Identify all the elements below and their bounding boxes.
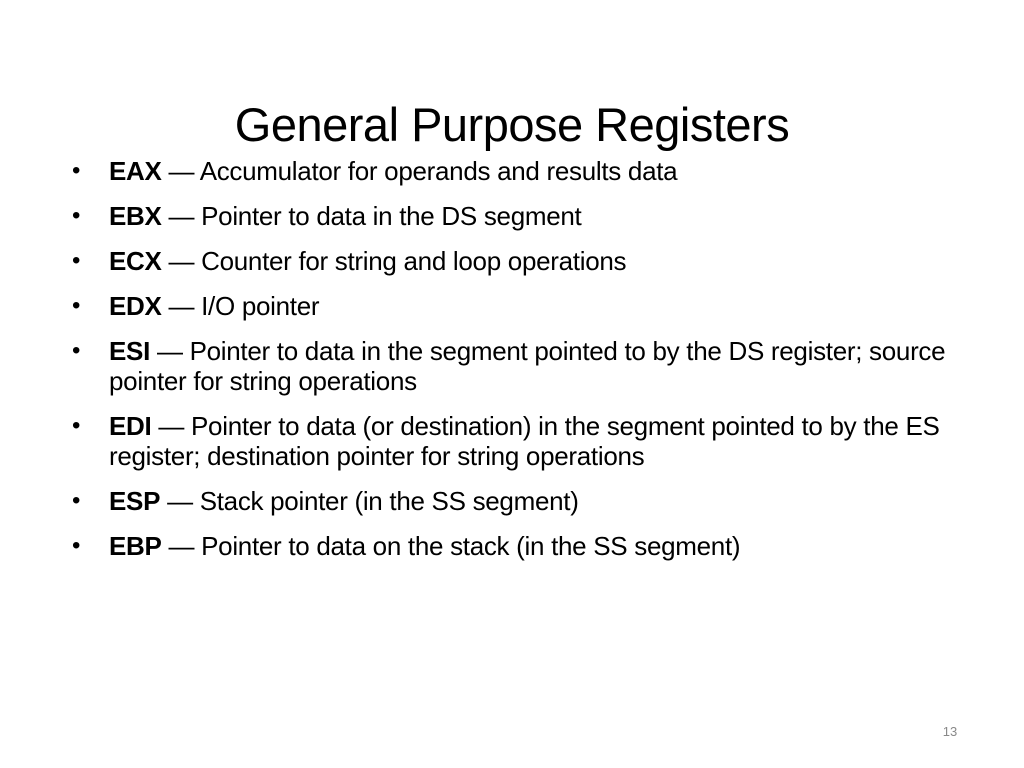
list-item: • EDI — Pointer to data (or destination) … — [72, 411, 972, 471]
dash: — — [161, 246, 202, 276]
register-name: EBX — [109, 201, 162, 231]
dash: — — [160, 486, 200, 516]
bullet-icon: • — [72, 157, 81, 184]
dash: — — [161, 156, 200, 186]
list-item: • ESI — Pointer to data in the segment po… — [72, 336, 972, 396]
register-description: Pointer to data in the DS segment — [201, 201, 582, 231]
dash: — — [150, 336, 190, 366]
register-description: Pointer to data on the stack (in the SS … — [201, 531, 741, 561]
dash: — — [161, 291, 202, 321]
dash: — — [161, 201, 202, 231]
list-item: • EDX — I/O pointer — [72, 291, 972, 321]
list-item: • ECX — Counter for string and loop opera… — [72, 246, 972, 276]
list-item: • EBP — Pointer to data on the stack (in … — [72, 531, 972, 561]
register-name: ECX — [109, 246, 162, 276]
register-description: I/O pointer — [201, 291, 320, 321]
register-name: EAX — [109, 156, 162, 186]
dash: — — [151, 411, 192, 441]
dash: — — [161, 531, 202, 561]
register-name: ESI — [109, 336, 151, 366]
bullet-icon: • — [72, 337, 81, 364]
register-description: Accumulator for operands and results dat… — [199, 156, 678, 186]
bullet-icon: • — [72, 487, 81, 514]
page-number: 13 — [942, 724, 958, 739]
slide-title: General Purpose Registers — [234, 98, 790, 152]
bullet-icon: • — [72, 247, 81, 274]
bullet-icon: • — [72, 202, 81, 229]
register-name: EDI — [109, 411, 152, 441]
bullet-icon: • — [72, 532, 81, 559]
bullet-icon: • — [72, 292, 81, 319]
register-name: EBP — [109, 531, 162, 561]
list-item: • ESP — Stack pointer (in the SS segment) — [72, 486, 972, 516]
register-name: EDX — [109, 291, 162, 321]
register-name: ESP — [109, 486, 161, 516]
register-description: Stack pointer (in the SS segment) — [199, 486, 579, 516]
register-description: Pointer to data (or destination) in the … — [109, 411, 940, 471]
list-item: • EAX — Accumulator for operands and resu… — [72, 156, 972, 186]
bullet-icon: • — [72, 412, 81, 439]
register-description: Pointer to data in the segment pointed t… — [109, 336, 946, 396]
register-description: Counter for string and loop operations — [201, 246, 627, 276]
register-list: • EAX — Accumulator for operands and resu… — [72, 156, 972, 576]
list-item: • EBX — Pointer to data in the DS segment — [72, 201, 972, 231]
